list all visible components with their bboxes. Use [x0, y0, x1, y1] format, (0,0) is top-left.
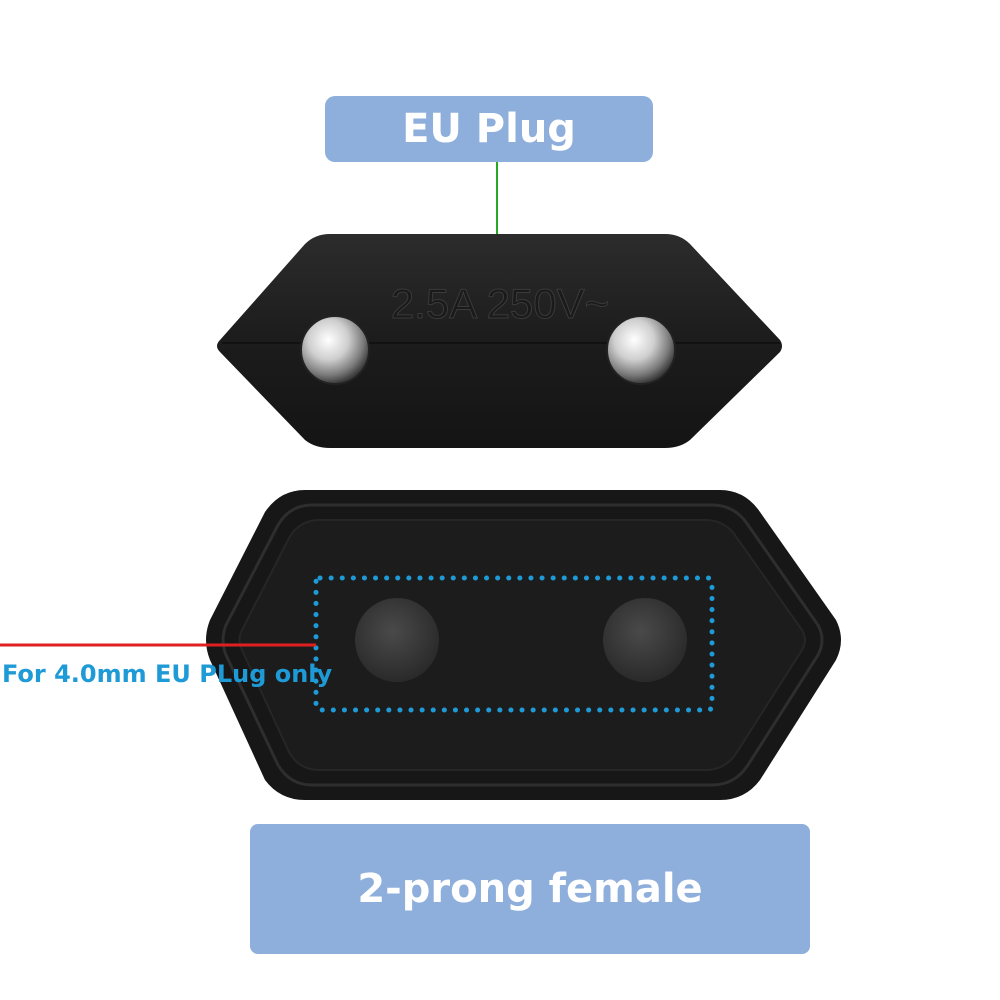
female-socket-label: 2-prong female	[250, 824, 810, 954]
right-socket-hole	[603, 598, 687, 682]
left-socket-hole	[355, 598, 439, 682]
eu-plug-male: 2.5A 250V~	[217, 234, 782, 448]
plug-rating-text: 2.5A 250V~	[391, 280, 609, 327]
socket-female	[206, 490, 841, 800]
highlight-dotted-box	[313, 575, 715, 713]
right-pin	[606, 315, 676, 385]
left-pin	[300, 315, 370, 385]
eu-plug-label: EU Plug	[325, 96, 653, 162]
plug-size-note: For 4.0mm EU PLug only	[2, 660, 333, 688]
